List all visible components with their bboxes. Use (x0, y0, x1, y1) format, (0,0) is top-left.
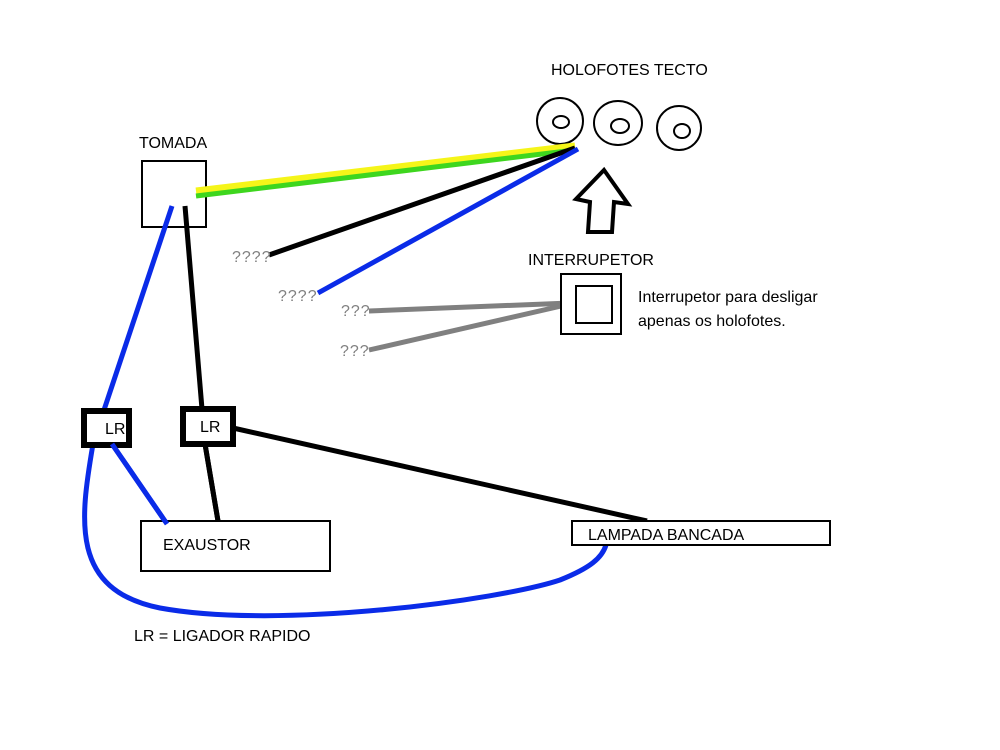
switch-wire-top (368, 300, 571, 314)
interruptor-note-line1: Interrupetor para desligar (638, 289, 818, 306)
live-wire-spotlights (268, 145, 576, 258)
exaustor-label: EXAUSTOR (163, 537, 251, 554)
tomada-box (141, 160, 207, 228)
lr-connector-right: LR (180, 406, 236, 447)
exaustor-box (140, 520, 331, 572)
neutral-wire-exaustor-tip (109, 442, 170, 526)
live-wire-tomada (182, 205, 205, 410)
spotlight-3 (656, 105, 702, 151)
unknown-grey-top-end: ??? (341, 303, 371, 320)
interruptor-label: INTERRUPETOR (528, 252, 654, 269)
switch-wire-bottom (368, 301, 571, 353)
interruptor-switch (575, 285, 613, 324)
up-arrow-icon (572, 166, 633, 234)
legend-text: LR = LIGADOR RAPIDO (134, 628, 311, 645)
spotlight-1 (536, 97, 584, 145)
unknown-grey-bottom-end: ??? (340, 343, 370, 360)
lampada-box (571, 520, 831, 546)
lr-connector-left: LR (81, 408, 132, 448)
neutral-wire-tomada (101, 205, 175, 411)
interruptor-note-line2: apenas os holofotes. (638, 313, 786, 330)
neutral-wire-spotlights (316, 146, 580, 296)
lr-right-label: LR (200, 419, 220, 436)
live-wire-exaustor-tip (202, 443, 221, 522)
unknown-blue-end: ???? (278, 288, 318, 305)
holofotes-label: HOLOFOTES TECTO (551, 62, 708, 79)
neutral-wire-lampada (82, 443, 609, 619)
spotlight-2 (593, 100, 643, 146)
earth-wire (195, 142, 576, 199)
live-wire-lampada (232, 425, 648, 524)
lr-left-label: LR (105, 421, 125, 438)
lampada-label: LAMPADA BANCADA (588, 527, 745, 544)
tomada-label: TOMADA (139, 135, 207, 152)
unknown-black-end: ???? (232, 249, 272, 266)
